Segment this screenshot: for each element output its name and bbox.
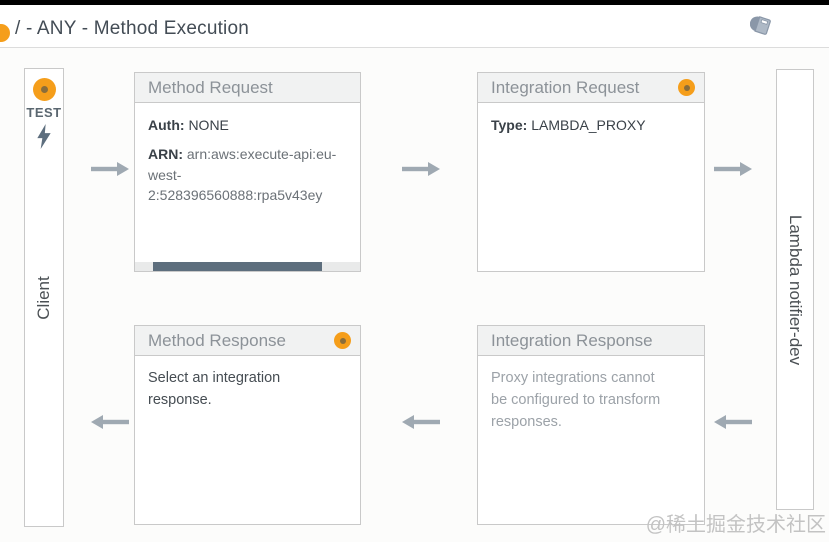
method-response-title[interactable]: Method Response — [148, 330, 286, 350]
orange-dot-icon — [32, 78, 56, 101]
lambda-label[interactable]: Lambda notifier-dev — [786, 214, 805, 365]
type-field: Type: LAMBDA_PROXY — [491, 115, 691, 135]
integration-request-box: Integration Request Type: LAMBDA_PROXY — [477, 72, 705, 272]
orange-dot-icon — [678, 79, 695, 96]
method-response-body: Select an integration response. — [135, 356, 360, 424]
integration-response-body: Proxy integrations cannot be configured … — [478, 356, 704, 445]
method-request-body: Auth: NONE ARN: arn:aws:execute-api:eu-w… — [135, 103, 360, 226]
arn-field: ARN: arn:aws:execute-api:eu-west-2:52839… — [148, 144, 347, 205]
type-label: Type: — [491, 117, 528, 133]
horizontal-scrollbar[interactable] — [135, 262, 360, 271]
orange-dot-icon — [0, 24, 10, 42]
orange-dot-icon — [334, 332, 351, 349]
auth-label: Auth: — [148, 117, 185, 133]
integration-response-message: Proxy integrations cannot be configured … — [491, 370, 661, 430]
watermark: @稀土掘金技术社区 — [645, 514, 826, 536]
integration-response-header: Integration Response — [478, 326, 704, 356]
page-title: / - ANY - Method Execution — [15, 18, 250, 39]
page-header: / - ANY - Method Execution — [0, 5, 829, 48]
lambda-panel: Lambda notifier-dev — [776, 69, 814, 510]
flow-arrow-right-icon — [402, 162, 440, 176]
client-label: Client — [34, 275, 53, 320]
flow-arrow-left-icon — [714, 415, 752, 429]
top-black-bar — [0, 0, 829, 5]
test-button[interactable]: TEST — [25, 78, 63, 155]
integration-response-box: Integration Response Proxy integrations … — [477, 325, 705, 525]
method-request-box: Method Request Auth: NONE ARN: arn:aws:e… — [134, 72, 361, 272]
method-response-box: Method Response Select an integration re… — [134, 325, 361, 525]
flow-arrow-right-icon — [714, 162, 752, 176]
method-response-message: Select an integration response. — [148, 370, 281, 408]
method-response-header: Method Response — [135, 326, 360, 356]
flow-arrow-left-icon — [402, 415, 440, 429]
flow-arrow-right-icon — [91, 162, 129, 176]
integration-request-title[interactable]: Integration Request — [491, 77, 640, 97]
integration-response-title[interactable]: Integration Response — [491, 330, 653, 350]
arn-value: arn:aws:execute-api:eu-west-2:5283965608… — [148, 146, 337, 203]
integration-request-header: Integration Request — [478, 73, 704, 103]
flow-arrow-left-icon — [91, 415, 129, 429]
auth-value: NONE — [188, 117, 229, 133]
scrollbar-thumb[interactable] — [153, 262, 322, 271]
notebook-icon[interactable] — [749, 14, 774, 38]
integration-request-body: Type: LAMBDA_PROXY — [478, 103, 704, 156]
method-request-title[interactable]: Method Request — [148, 77, 273, 97]
type-value: LAMBDA_PROXY — [531, 117, 646, 133]
arn-label: ARN: — [148, 146, 183, 163]
lightning-bolt-icon — [34, 123, 54, 155]
test-button-label: TEST — [26, 105, 62, 120]
client-panel: TEST Client — [24, 68, 64, 527]
auth-field: Auth: NONE — [148, 115, 347, 135]
method-request-header: Method Request — [135, 73, 360, 103]
